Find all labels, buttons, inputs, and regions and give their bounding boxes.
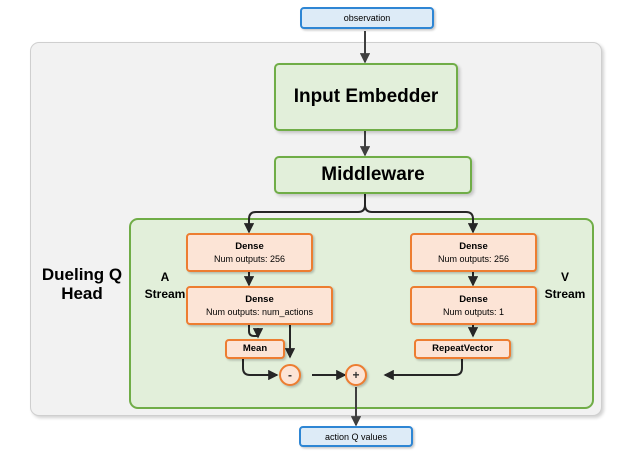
dueling-q-head-label-line1: Dueling Q <box>41 265 123 284</box>
v-stream-label-line2: Stream <box>544 287 586 301</box>
subtract-operator-node[interactable]: - <box>279 364 301 386</box>
v-stream-dense-1-node[interactable]: Dense Num outputs: 1 <box>410 286 537 325</box>
v-stream-dense-1-title: Dense <box>459 293 488 305</box>
action-q-values-label: action Q values <box>324 431 388 442</box>
add-operator-node[interactable]: + <box>345 364 367 386</box>
a-stream-dense-num-actions-title: Dense <box>245 293 274 305</box>
repeatvector-node[interactable]: RepeatVector <box>414 339 511 359</box>
middleware-node[interactable]: Middleware <box>274 156 472 194</box>
add-operator-label: + <box>352 368 360 382</box>
repeatvector-label: RepeatVector <box>432 343 493 354</box>
v-stream-dense-256-node[interactable]: Dense Num outputs: 256 <box>410 233 537 272</box>
input-embedder-label: Input Embedder <box>293 86 439 107</box>
a-stream-label-line2: Stream <box>144 287 186 301</box>
observation-node[interactable]: observation <box>300 7 434 29</box>
a-stream-dense-256-title: Dense <box>235 240 264 252</box>
observation-label: observation <box>343 13 391 23</box>
v-stream-label-line1: V <box>560 270 569 284</box>
subtract-operator-label: - <box>288 368 292 382</box>
v-stream-dense-1-subtitle: Num outputs: 1 <box>442 306 505 317</box>
dueling-q-head-label: Dueling Q Head <box>34 265 130 303</box>
v-stream-dense-256-title: Dense <box>459 240 488 252</box>
middleware-label: Middleware <box>321 164 425 185</box>
mean-node[interactable]: Mean <box>225 339 285 359</box>
a-stream-dense-num-actions-subtitle: Num outputs: num_actions <box>205 306 314 317</box>
dueling-q-head-label-line2: Head <box>61 284 103 303</box>
a-stream-dense-256-subtitle: Num outputs: 256 <box>213 253 286 264</box>
a-stream-label-line1: A <box>160 270 170 284</box>
action-q-values-node[interactable]: action Q values <box>299 426 413 447</box>
input-embedder-node[interactable]: Input Embedder <box>274 63 458 131</box>
a-stream-label: A Stream <box>137 269 193 303</box>
a-stream-dense-num-actions-node[interactable]: Dense Num outputs: num_actions <box>186 286 333 325</box>
v-stream-dense-256-subtitle: Num outputs: 256 <box>437 253 510 264</box>
v-stream-label: V Stream <box>534 269 596 303</box>
a-stream-dense-256-node[interactable]: Dense Num outputs: 256 <box>186 233 313 272</box>
mean-label: Mean <box>242 343 268 354</box>
